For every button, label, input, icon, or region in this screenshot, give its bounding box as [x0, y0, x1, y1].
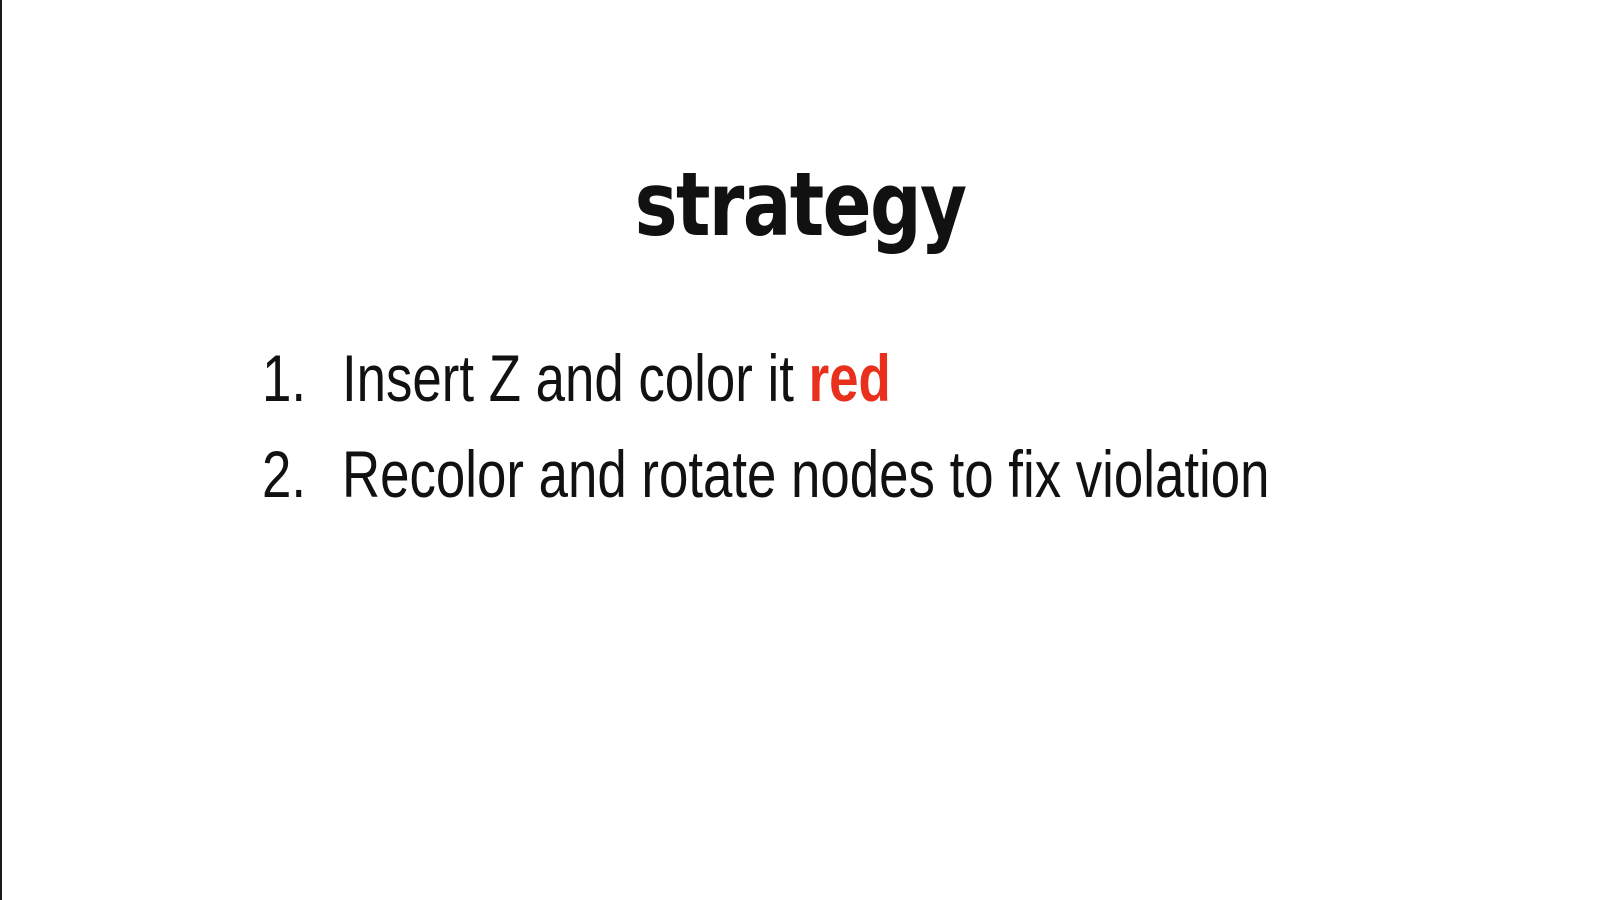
left-border: [0, 0, 2, 900]
list-item-text: Insert Z and color it red: [342, 330, 891, 426]
highlight-word-red: red: [808, 341, 891, 415]
list-item-text: Recolor and rotate nodes to fix violatio…: [342, 437, 1270, 511]
list-item-number: 1.: [262, 341, 307, 415]
list-item-number: 2.: [262, 437, 307, 511]
slide-title: strategy: [634, 153, 967, 256]
list-item-text-main: Insert Z and color it: [342, 341, 809, 415]
